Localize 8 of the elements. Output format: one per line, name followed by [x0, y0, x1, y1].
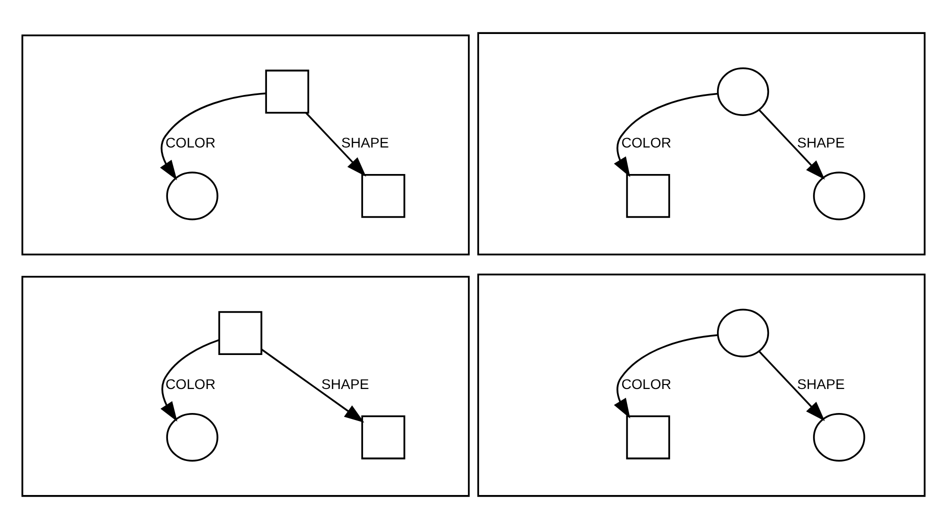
- edge-label: COLOR: [621, 134, 672, 150]
- edge-label: COLOR: [166, 134, 216, 150]
- edge-label: SHAPE: [797, 376, 845, 392]
- edge-label: SHAPE: [341, 134, 389, 150]
- edge-label: SHAPE: [797, 134, 845, 150]
- edge-label: COLOR: [621, 376, 672, 392]
- edge-label: COLOR: [166, 376, 216, 392]
- edge-label: SHAPE: [321, 376, 369, 392]
